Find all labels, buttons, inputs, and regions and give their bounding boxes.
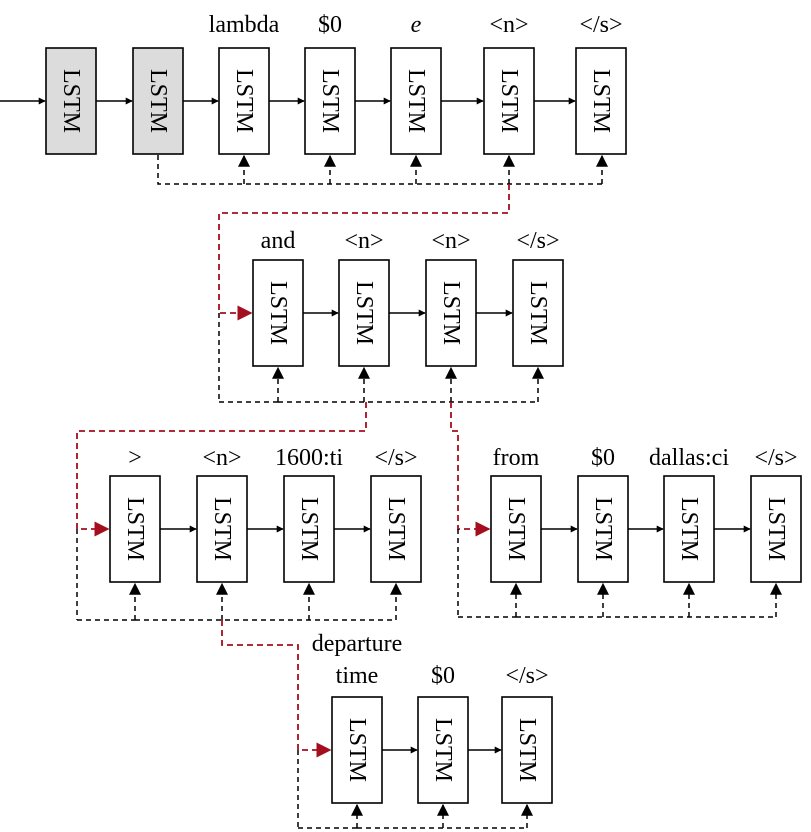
output-token: </s>	[516, 228, 559, 254]
feedback-row-3b	[510, 582, 782, 618]
output-token: $0	[318, 12, 342, 38]
decoder-lstm-cell-row-3b-3: LSTM	[663, 475, 715, 583]
decoder-lstm-cell-row-2-2: LSTM	[338, 259, 390, 367]
feedback-row-1	[157, 154, 608, 185]
lstm-box	[577, 475, 629, 583]
output-token: e	[411, 12, 422, 38]
decoder-lstm-cell-row-2-1: LSTM	[252, 259, 304, 367]
lstm-label: LSTM	[122, 497, 148, 561]
lstm-box	[483, 47, 535, 155]
lstm-label: LSTM	[344, 718, 370, 782]
decoder-lstm-cell-row-3a-3: LSTM	[283, 475, 335, 583]
decoder-lstm-cell-row-3a-4: LSTM	[370, 475, 422, 583]
output-token: 1600:ti	[275, 445, 343, 471]
lstm-label: LSTM	[403, 69, 429, 133]
lstm-box	[370, 475, 422, 583]
lstm-label: LSTM	[265, 281, 291, 345]
lstm-label: LSTM	[514, 718, 540, 782]
lstm-box	[109, 475, 161, 583]
parent-feeding-links	[0, 97, 782, 829]
lstm-box	[390, 47, 442, 155]
lstm-box	[750, 475, 802, 583]
output-token: $0	[591, 445, 615, 471]
decoder-lstm-cell-row-2-4: LSTM	[512, 259, 564, 367]
lstm-box	[304, 47, 356, 155]
lstm-label: LSTM	[525, 281, 551, 345]
lstm-box	[331, 696, 383, 804]
lstm-box	[663, 475, 715, 583]
lstm-cells: LSTM LSTM LSTM LSTM LSTM LSTM LSTM LSTM LSTM LSTM…	[45, 47, 802, 804]
decoder-lstm-cell-row-1-4: LSTM	[304, 47, 356, 155]
output-token: </s>	[374, 445, 417, 471]
decoder-lstm-cell-row-3b-2: LSTM	[577, 475, 629, 583]
lstm-box	[575, 47, 627, 155]
lstm-label: LSTM	[209, 497, 235, 561]
lstm-label: LSTM	[763, 497, 789, 561]
decoder-lstm-cell-row-2-3: LSTM	[425, 259, 477, 367]
lstm-box	[196, 475, 248, 583]
output-token: </s>	[505, 663, 548, 689]
lstm-label: LSTM	[231, 69, 257, 133]
lstm-label: LSTM	[296, 497, 322, 561]
output-token: $0	[431, 663, 455, 689]
decoder-lstm-cell-row-3a-1: LSTM	[109, 475, 161, 583]
lstm-box	[425, 259, 477, 367]
decoder-lstm-cell-row-1-7: LSTM	[575, 47, 627, 155]
lstm-box	[45, 47, 97, 155]
output-token: </s>	[579, 12, 622, 38]
lstm-box	[512, 259, 564, 367]
output-token: dallas:ci	[649, 445, 729, 471]
lstm-label: LSTM	[351, 281, 377, 345]
output-token: from	[493, 445, 540, 471]
output-token: <n>	[489, 12, 528, 38]
output-token: and	[261, 228, 296, 254]
decoder-lstm-cell-row-4-1: LSTM	[331, 696, 383, 804]
output-token: lambda	[209, 12, 280, 38]
encoder-lstm-cell-row-1-1: LSTM	[45, 47, 97, 155]
lstm-label: LSTM	[503, 497, 529, 561]
parent-link-to-row-3b	[450, 402, 491, 537]
output-token: <n>	[431, 228, 470, 254]
lstm-label: LSTM	[588, 69, 614, 133]
lstm-box	[283, 475, 335, 583]
output-token: <n>	[202, 445, 241, 471]
lstm-box	[252, 259, 304, 367]
lstm-box	[218, 47, 270, 155]
decoder-lstm-cell-row-1-3: LSTM	[218, 47, 270, 155]
lstm-box	[501, 696, 553, 804]
output-token: >	[128, 445, 142, 471]
parent-link-to-row-4	[221, 620, 332, 758]
decoder-lstm-cell-row-4-3: LSTM	[501, 696, 553, 804]
decoder-lstm-cell-row-1-5: LSTM	[390, 47, 442, 155]
output-tokens: lambda $0 e <n> </s> and <n> <n> </s> > <n> 1600:ti…	[128, 12, 797, 689]
decoder-lstm-cell-row-3b-4: LSTM	[750, 475, 802, 583]
decoder-lstm-cell-row-3a-2: LSTM	[196, 475, 248, 583]
lstm-box	[338, 259, 390, 367]
decoder-lstm-cell-row-1-6: LSTM	[483, 47, 535, 155]
lstm-label: LSTM	[317, 69, 343, 133]
output-token: <n>	[344, 228, 383, 254]
lstm-label: LSTM	[676, 497, 702, 561]
feedback-row-2	[272, 366, 544, 403]
lstm-label: LSTM	[145, 69, 171, 133]
lstm-label: LSTM	[430, 718, 456, 782]
feedback-row-3a	[129, 582, 402, 621]
lstm-box	[417, 696, 469, 804]
lstm-box	[490, 475, 542, 583]
feedback-row-4	[351, 803, 533, 829]
lstm-label: LSTM	[58, 69, 84, 133]
lstm-box	[132, 47, 184, 155]
encoder-lstm-cell-row-1-2: LSTM	[132, 47, 184, 155]
lstm-label: LSTM	[496, 69, 522, 133]
decoder-lstm-cell-row-4-2: LSTM	[417, 696, 469, 804]
lstm-label: LSTM	[590, 497, 616, 561]
lstm-label: LSTM	[438, 281, 464, 345]
lstm-label: LSTM	[383, 497, 409, 561]
output-token: </s>	[754, 445, 797, 471]
decoder-lstm-cell-row-3b-1: LSTM	[490, 475, 542, 583]
